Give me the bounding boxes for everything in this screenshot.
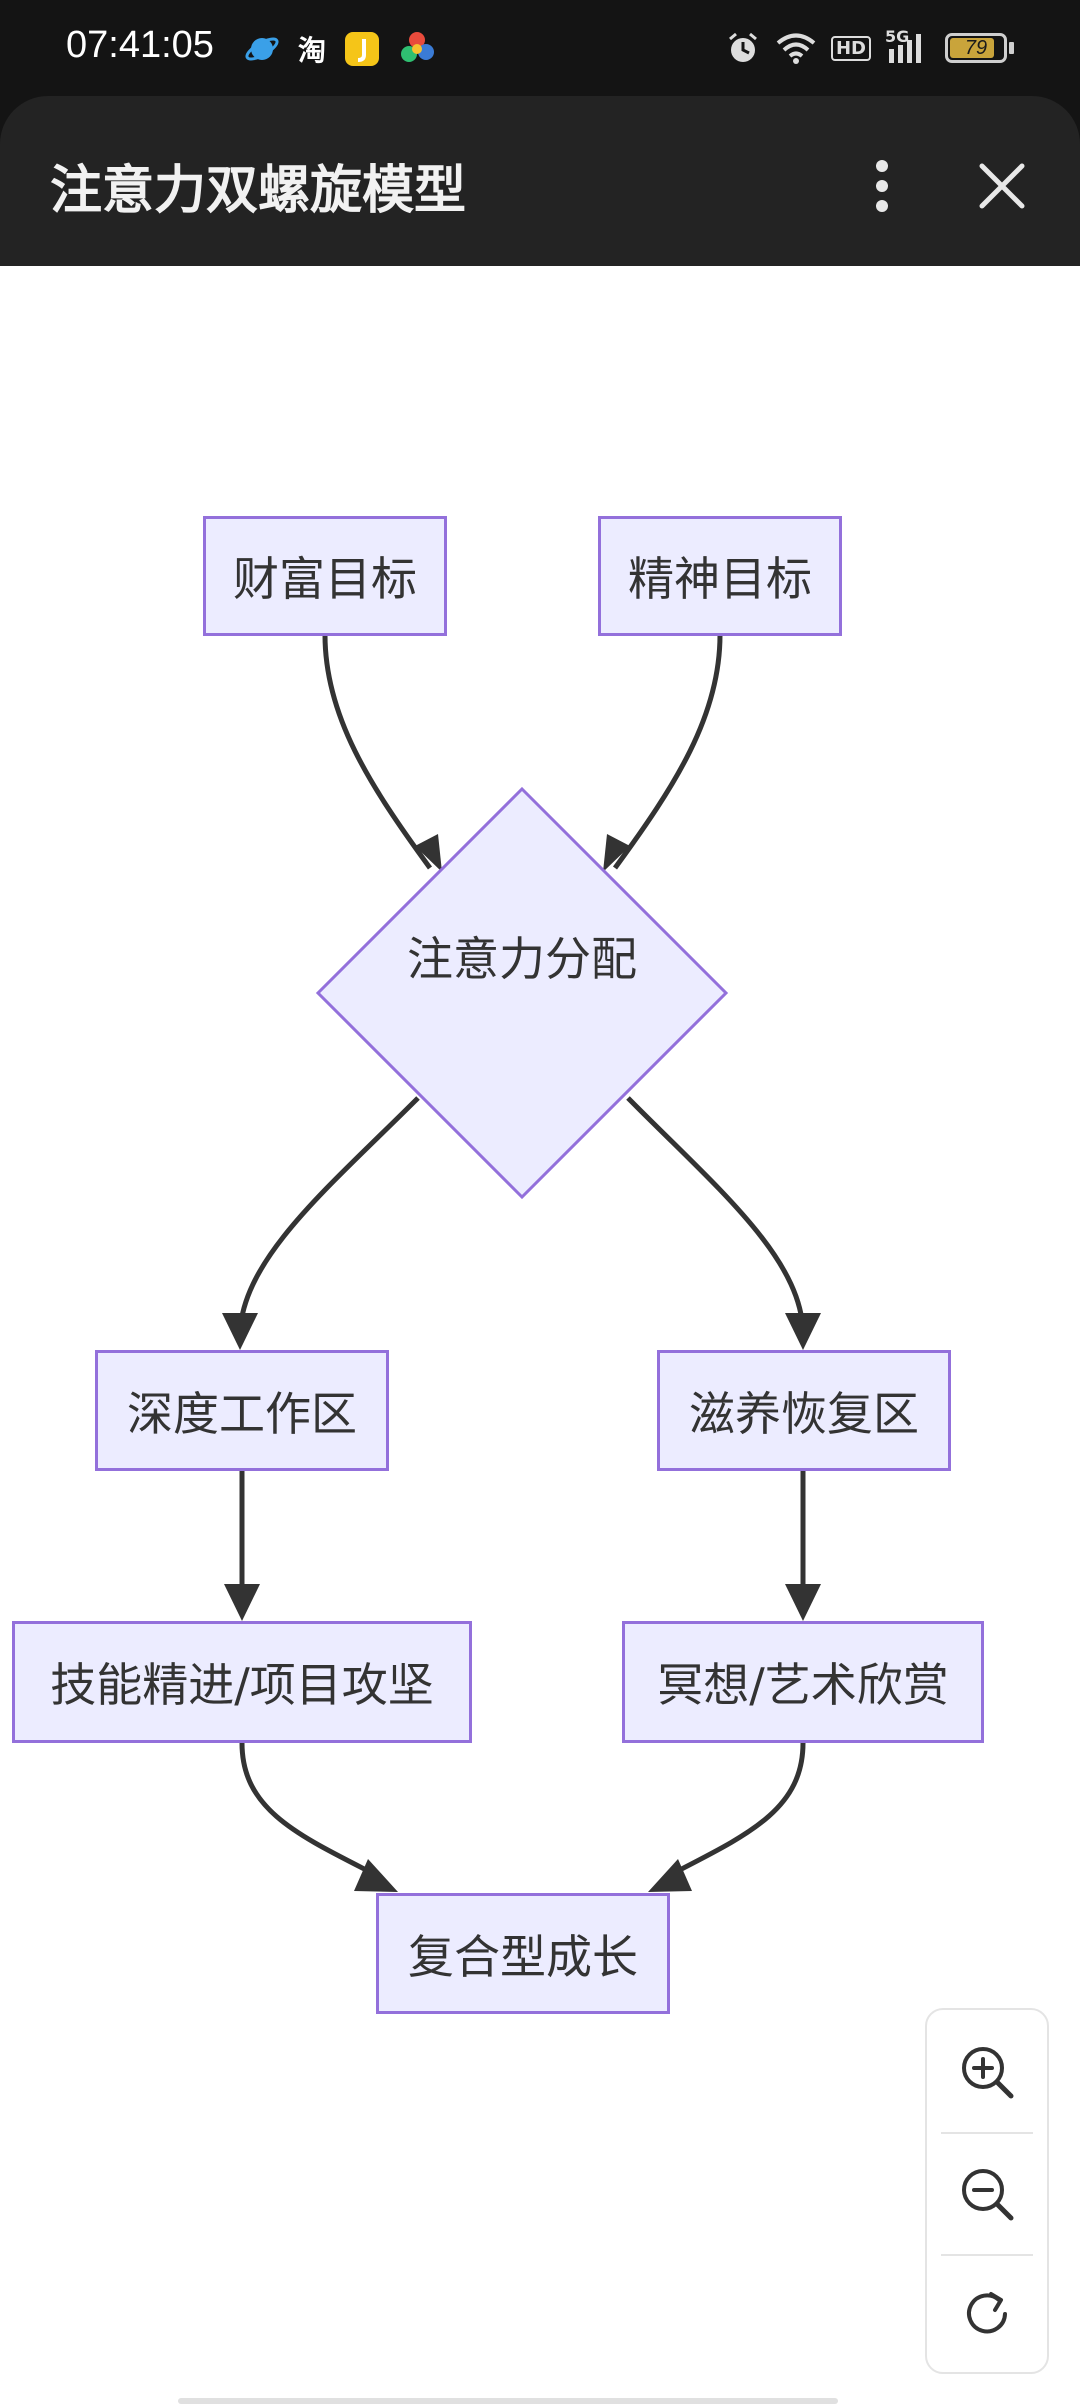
yellow-app-icon	[345, 32, 380, 66]
colorful-app-icon	[401, 32, 435, 62]
edge-attention-to-deepwork	[237, 1096, 420, 1332]
more-dot	[876, 180, 888, 192]
taobao-icon: 淘	[298, 34, 327, 67]
node-wealth-goal[interactable]: 财富目标	[203, 516, 447, 636]
alarm-icon	[729, 32, 757, 62]
battery-icon: 79	[945, 33, 1007, 63]
zoom-controls	[925, 2008, 1049, 2374]
zoom-out-icon	[962, 2169, 1014, 2221]
close-icon[interactable]	[970, 146, 1034, 226]
battery-tip	[1009, 42, 1014, 54]
signal-label: 5G	[885, 27, 910, 46]
planet-icon	[245, 37, 279, 61]
reset-icon	[967, 2292, 1007, 2334]
edge-meditation-to-growth	[666, 1742, 806, 1879]
battery-fill	[950, 38, 995, 58]
hd-badge: HD	[830, 35, 871, 61]
edge-spirit-to-attention	[612, 634, 723, 870]
status-time: 07:41:05	[66, 24, 214, 66]
edge-wealth-to-attention	[322, 634, 433, 870]
wifi-icon	[776, 33, 816, 64]
attention-decision-shape	[315, 786, 729, 1200]
flowchart-edges	[222, 634, 821, 1892]
header: 注意力双螺旋模型	[0, 96, 1080, 266]
reset-button[interactable]	[927, 2254, 1047, 2374]
header-panel: 注意力双螺旋模型	[0, 96, 1080, 266]
zoom-divider	[941, 2254, 1033, 2256]
more-dot	[876, 200, 888, 212]
battery-level: 79	[964, 37, 988, 59]
edge-attention-to-nourish	[626, 1096, 806, 1332]
zoom-in-icon	[962, 2047, 1014, 2099]
node-meditation-art[interactable]: 冥想/艺术欣赏	[622, 1621, 984, 1743]
more-dot	[876, 160, 888, 172]
node-skill-project[interactable]: 技能精进/项目攻坚	[12, 1621, 472, 1743]
flowchart: 财富目标 精神目标 注意力分配 深度工作区 滋养恢复区 技能精进/项目攻坚 冥想…	[0, 266, 1080, 2366]
zoom-divider	[941, 2132, 1033, 2134]
zoom-out-button[interactable]	[927, 2134, 1047, 2254]
edge-skill-to-growth	[239, 1742, 380, 1879]
status-indicators: HD 5G 79	[725, 26, 1014, 70]
zoom-in-button[interactable]	[927, 2012, 1047, 2132]
node-spirit-goal[interactable]: 精神目标	[598, 516, 842, 636]
more-options-button[interactable]	[858, 146, 906, 226]
node-deep-work[interactable]: 深度工作区	[95, 1350, 389, 1471]
signal-icon: 5G	[885, 27, 931, 65]
node-compound-growth[interactable]: 复合型成长	[376, 1893, 670, 2014]
page-title: 注意力双螺旋模型	[50, 161, 467, 221]
status-app-icons: 淘	[244, 28, 436, 70]
node-nourish-recovery[interactable]: 滋养恢复区	[657, 1350, 951, 1471]
home-indicator[interactable]	[178, 2398, 838, 2404]
node-attention-allocation[interactable]: 注意力分配	[407, 932, 637, 986]
status-bar: 07:41:05 淘 HD 5G	[0, 0, 1080, 96]
